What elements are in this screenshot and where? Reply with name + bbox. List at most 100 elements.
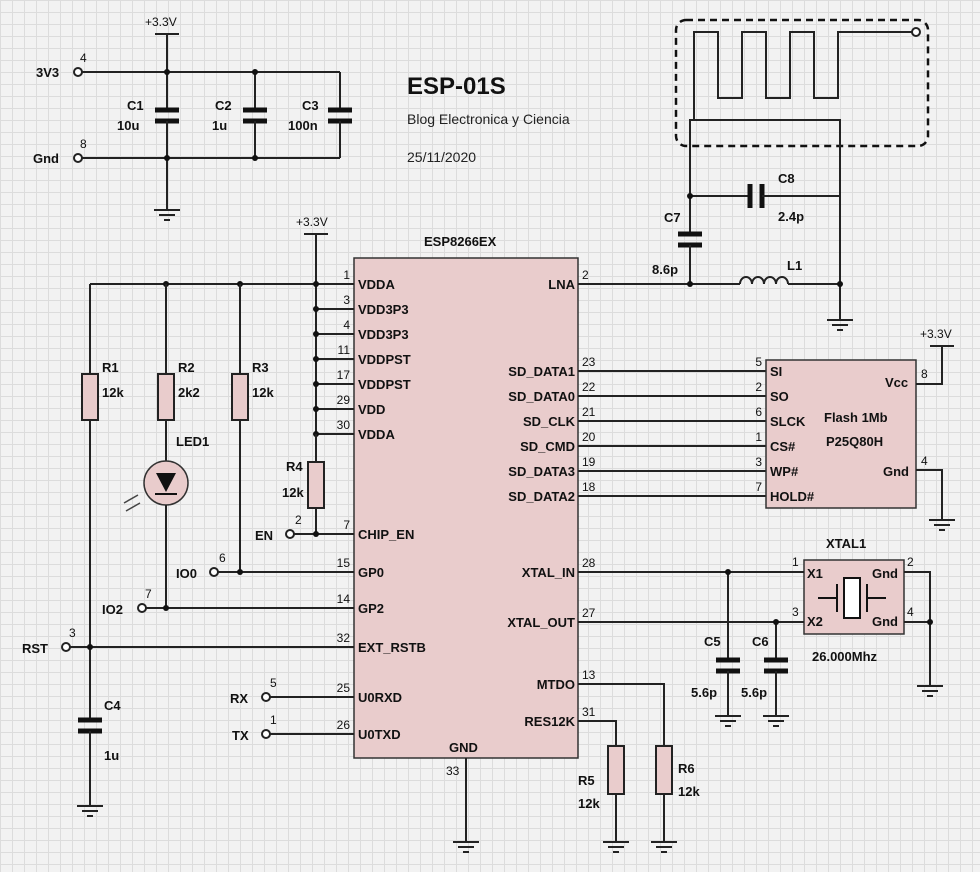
- esp-right-pins: LNA2SD_DATA123SD_DATA022SD_CLK21SD_CMD20…: [507, 268, 766, 729]
- flash-pin-num: 5: [755, 355, 762, 369]
- ground-symbol: [714, 705, 742, 727]
- esp-pin-num: 25: [337, 681, 351, 695]
- esp-pin-name: VDDA: [358, 427, 395, 442]
- esp-pin-num: 21: [582, 405, 596, 419]
- r2-ref: R2: [178, 360, 195, 375]
- flash-title: Flash 1Mb: [824, 410, 888, 425]
- esp-pin-num: 3: [343, 293, 350, 307]
- port-tx: [261, 729, 271, 739]
- esp-pin-num: 14: [337, 592, 351, 606]
- esp-pin-num: 32: [337, 631, 351, 645]
- esp-pin-num: 2: [582, 268, 589, 282]
- esp-pin-name: U0RXD: [358, 690, 402, 705]
- port-tx-label: TX: [232, 728, 249, 743]
- esp-pin-name: VDD: [358, 402, 385, 417]
- esp-pin-name: VDD3P3: [358, 327, 409, 342]
- c1-value: 10u: [117, 118, 139, 133]
- resistor-r5: R5 12k: [578, 720, 630, 853]
- c4-ref: C4: [104, 698, 121, 713]
- port-gnd-label: Gnd: [33, 151, 59, 166]
- esp-pin-name: XTAL_IN: [522, 565, 575, 580]
- flash-pin-name: SLCK: [770, 414, 806, 429]
- r4-ref: R4: [286, 459, 303, 474]
- xtal-gnd-a-name: Gnd: [872, 566, 898, 581]
- ground-symbol: [76, 795, 104, 817]
- flash-pin-name: SI: [770, 364, 782, 379]
- r2-value: 2k2: [178, 385, 200, 400]
- esp-gnd-num: 33: [446, 764, 460, 778]
- r4-value: 12k: [282, 485, 304, 500]
- inductor-l1: [739, 276, 789, 285]
- resistor-r2: R2 2k2: [157, 284, 200, 462]
- esp-pin-name: LNA: [548, 277, 575, 292]
- flash-gnd-num: 4: [921, 454, 928, 468]
- c7-value: 8.6p: [652, 262, 678, 277]
- c2-ref: C2: [215, 98, 232, 113]
- esp-pin-num: 11: [338, 343, 351, 357]
- c1-ref: C1: [127, 98, 144, 113]
- blog-name: Blog Electronica y Ciencia: [407, 111, 570, 127]
- l1-ref: L1: [787, 258, 802, 273]
- esp-pin-num: 7: [343, 518, 350, 532]
- c4-value: 1u: [104, 748, 119, 763]
- port-io2-pin: 7: [145, 587, 152, 601]
- esp-pin-num: 17: [337, 368, 351, 382]
- r1-ref: R1: [102, 360, 119, 375]
- port-rx-label: RX: [230, 691, 248, 706]
- esp-pin-name: SD_CLK: [523, 414, 576, 429]
- esp-pin-num: 26: [337, 718, 351, 732]
- r5-ref: R5: [578, 773, 595, 788]
- port-io2: [137, 603, 147, 613]
- schematic-date: 25/11/2020: [407, 149, 476, 165]
- r5-value: 12k: [578, 796, 600, 811]
- port-io0-label: IO0: [176, 566, 197, 581]
- c2-value: 1u: [212, 118, 227, 133]
- supply-rail-label: +3.3V: [145, 15, 177, 29]
- flash-pin-name: WP#: [770, 464, 799, 479]
- port-en-label: EN: [255, 528, 273, 543]
- esp-pin-name: SD_DATA1: [508, 364, 575, 379]
- ground-symbol: [452, 831, 480, 853]
- ground-symbol: [762, 705, 790, 727]
- esp-pin-name: SD_DATA2: [508, 489, 575, 504]
- flash-vcc-name: Vcc: [885, 375, 908, 390]
- esp-pin-num: 13: [582, 668, 596, 682]
- xtal-freq: 26.000Mhz: [812, 649, 878, 664]
- ground-symbol: [928, 509, 956, 531]
- esp-pin-name: VDDPST: [358, 352, 411, 367]
- port-rx-pin: 5: [270, 676, 277, 690]
- flash-pin-num: 7: [755, 480, 762, 494]
- port-rx: [261, 692, 271, 702]
- port-rst-label: RST: [22, 641, 48, 656]
- led-ref: LED1: [176, 434, 209, 449]
- esp-pin-num: 28: [582, 556, 596, 570]
- ground-symbol: [650, 831, 678, 853]
- flash-pin-num: 3: [755, 455, 762, 469]
- esp-pin-num: 15: [337, 556, 351, 570]
- xtal-gnd-b-num: 4: [907, 605, 914, 619]
- c6-ref: C6: [752, 634, 769, 649]
- left-ports: EN 2 IO0 6 IO2 7 RST 3 RX 5 TX 1: [22, 513, 354, 743]
- pcb-antenna: [674, 18, 930, 148]
- antenna-matching: C8 2.4p C7 8.6p L1: [578, 146, 854, 331]
- led-indicator: LED1: [123, 434, 209, 608]
- esp-pin-name: MTDO: [537, 677, 575, 692]
- port-gnd: [73, 153, 83, 163]
- flash-pin-name: SO: [770, 389, 789, 404]
- r3-value: 12k: [252, 385, 274, 400]
- c7-ref: C7: [664, 210, 681, 225]
- esp-pin-name: SD_DATA3: [508, 464, 575, 479]
- esp-pin-num: 19: [582, 455, 596, 469]
- port-rst-pin: 3: [69, 626, 76, 640]
- flash-pin-name: CS#: [770, 439, 796, 454]
- esp-pin-num: 31: [582, 705, 596, 719]
- esp-pin-num: 4: [343, 318, 350, 332]
- esp-pin-num: 29: [337, 393, 351, 407]
- esp-pin-num: 23: [582, 355, 596, 369]
- resistor-r4: R4 12k: [282, 434, 325, 534]
- flash-vcc-num: 8: [921, 367, 928, 381]
- esp-pin-num: 1: [343, 268, 350, 282]
- port-3v3-pin: 4: [80, 51, 87, 65]
